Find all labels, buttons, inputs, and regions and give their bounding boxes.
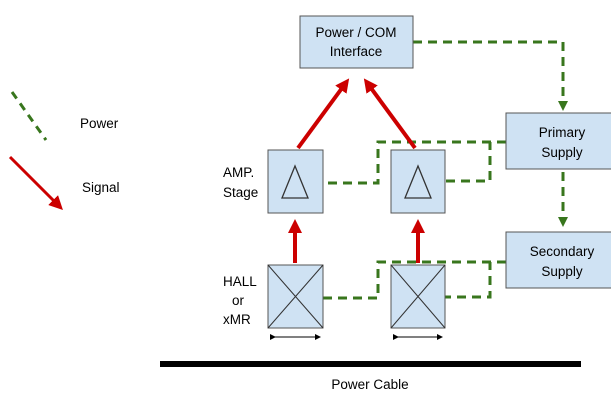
amp-stage-2 (390, 149, 446, 214)
triangle-icon (404, 164, 432, 199)
sensor-1 (267, 264, 324, 340)
secondary-supply-label-line2: Supply (541, 264, 583, 279)
legend-signal-arrow (8, 155, 63, 210)
power-line-secondary-to-sensor2 (445, 260, 506, 299)
sensor-2 (390, 264, 446, 340)
amp-row-label-line1: AMP. (223, 165, 254, 180)
crossed-box-icon (267, 264, 324, 329)
secondary-supply-box: Secondary Supply (505, 231, 611, 289)
signal-arrow-amp1-to-interface (296, 78, 350, 150)
power-cable-label: Power Cable (331, 377, 408, 392)
interface-label-line1: Power / COM (315, 25, 396, 40)
interface-box: Power / COM Interface (299, 15, 414, 69)
sensor-row-label-line3: xMR (223, 312, 251, 327)
primary-supply-box: Primary Supply (505, 112, 611, 170)
power-line-interface-to-primary (413, 40, 568, 111)
legend-power-label: Power (80, 116, 119, 131)
signal-arrows (288, 78, 425, 263)
legend-power-line (10, 91, 48, 141)
amp-stage-1 (267, 149, 324, 214)
crossed-box-icon (390, 264, 446, 329)
legend: Power Signal (8, 91, 120, 210)
power-cable: Power Cable (160, 361, 581, 392)
interface-label-line2: Interface (330, 44, 383, 59)
triangle-icon (281, 164, 309, 199)
power-line-primary-to-amp2 (445, 140, 506, 183)
row-labels: AMP. Stage HALL or xMR (223, 165, 258, 327)
sensor-row-label-line1: HALL (223, 274, 257, 289)
primary-supply-label-line2: Supply (541, 145, 583, 160)
power-lines (323, 40, 568, 300)
power-line-secondary-to-sensor1 (323, 260, 506, 300)
power-line-primary-to-amp1 (323, 140, 506, 185)
legend-signal-label: Signal (82, 180, 120, 195)
secondary-supply-label-line1: Secondary (530, 244, 595, 259)
signal-arrow-amp2-to-interface (363, 78, 417, 150)
primary-supply-label-line1: Primary (539, 125, 586, 140)
amp-row-label-line2: Stage (223, 185, 258, 200)
sensor-row-label-line2: or (232, 293, 245, 308)
